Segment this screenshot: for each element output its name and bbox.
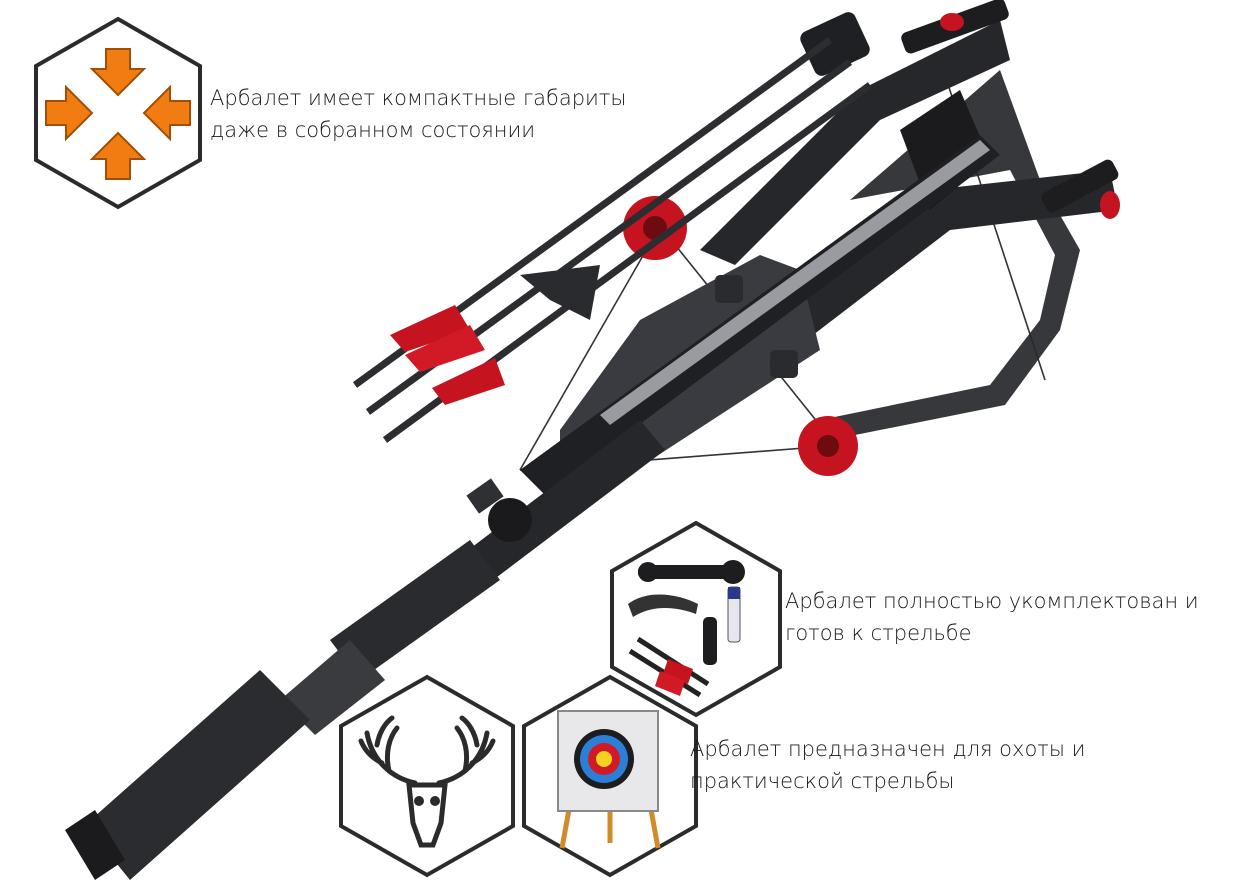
caption-line: Арбалет имеет компактные габариты bbox=[210, 86, 627, 110]
compact-size-hexagon bbox=[34, 16, 202, 210]
caption-line: готов к стрельбе bbox=[785, 621, 972, 645]
compact-size-caption: Арбалет имеет компактные габариты даже в… bbox=[210, 82, 670, 146]
limb-caps bbox=[940, 13, 1120, 219]
deer-skull-icon bbox=[358, 715, 496, 848]
caption-line: даже в собранном состоянии bbox=[210, 118, 536, 142]
accessories-kit-icon bbox=[628, 560, 745, 698]
scope-stock bbox=[65, 420, 665, 880]
full-kit-caption: Арбалет полностью укомплектован и готов … bbox=[785, 585, 1225, 649]
caption-line: практической стрельбы bbox=[690, 769, 955, 793]
compact-arrows-icon bbox=[45, 48, 191, 180]
caption-line: Арбалет полностью укомплектован и bbox=[785, 589, 1199, 613]
bow-limbs bbox=[700, 0, 1119, 440]
hunting-hexagon bbox=[339, 674, 515, 878]
quiver-arrows bbox=[352, 12, 873, 443]
caption-line: Арбалет предназначен для охоты и bbox=[690, 737, 1086, 761]
target-hexagon bbox=[522, 674, 698, 878]
barrel bbox=[520, 135, 1000, 495]
archery-target-icon bbox=[557, 710, 661, 849]
full-kit-hexagon bbox=[610, 520, 782, 718]
hunting-caption: Арбалет предназначен для охоты и практич… bbox=[690, 733, 1130, 797]
